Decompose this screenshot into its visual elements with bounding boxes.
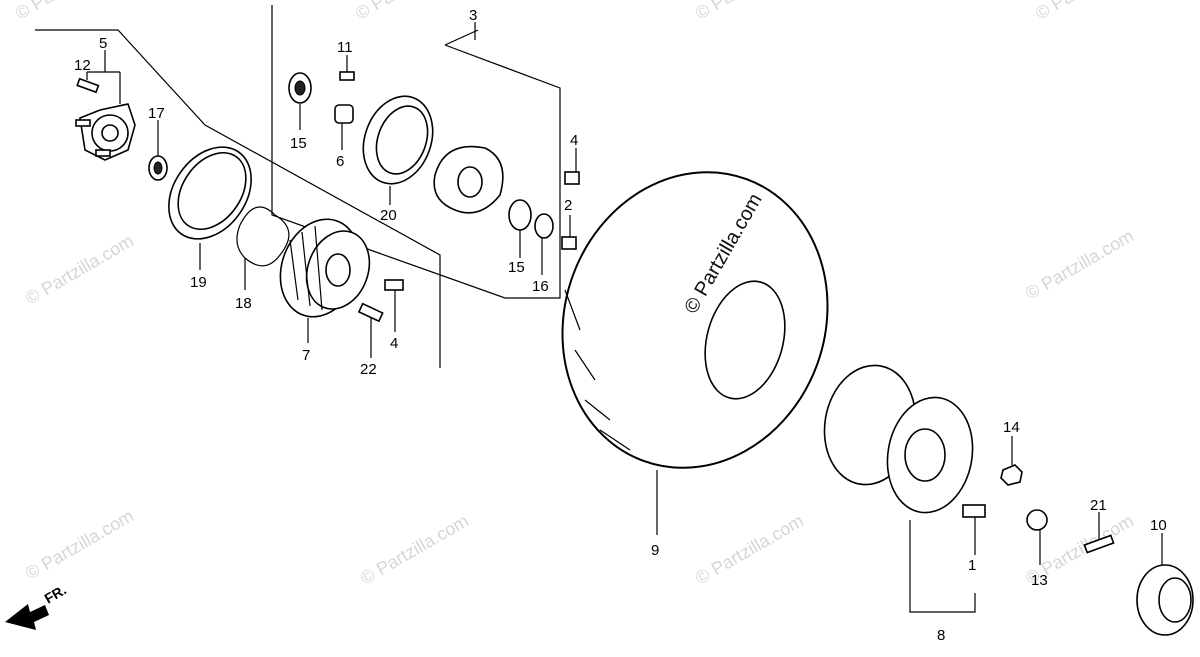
nut [1000, 464, 1023, 486]
bracket-lines [35, 5, 976, 613]
callout-10: 10 [1150, 517, 1167, 534]
callout-5: 5 [99, 35, 107, 52]
watermark: © Partzilla.com [1032, 0, 1147, 23]
watermark: © Partzilla.com [692, 510, 807, 588]
castle-nut [1026, 509, 1048, 531]
brake-drum [279, 218, 371, 318]
seal-ring [362, 95, 434, 185]
leader-lines [86, 22, 1163, 565]
callout-7: 7 [302, 347, 310, 364]
callout-3: 3 [469, 7, 477, 24]
watermark: © Partzilla.com [357, 510, 472, 588]
bolt [357, 302, 384, 323]
bearing [288, 72, 312, 104]
o-ring [236, 206, 290, 267]
wheel-rim [823, 364, 974, 514]
nut [564, 171, 580, 185]
ring-seal [168, 146, 252, 240]
nut [561, 236, 577, 250]
callout-22: 22 [360, 361, 377, 378]
hub-flange [433, 145, 504, 214]
cotter-pin [1083, 534, 1115, 554]
callout-4: 4 [570, 132, 578, 149]
callout-16: 16 [532, 278, 549, 295]
watermark: © Partzilla.com [1022, 225, 1137, 303]
seal [534, 213, 554, 239]
callout-11: 11 [337, 39, 353, 56]
hub-cap [1136, 564, 1194, 636]
front-label: FR. [42, 581, 70, 606]
watermark: © Partzilla.com [22, 230, 137, 308]
callout-18: 18 [235, 295, 252, 312]
callout-1: 1 [968, 557, 976, 574]
callout-15: 15 [290, 135, 307, 152]
callout-4: 4 [390, 335, 398, 352]
callout-13: 13 [1031, 572, 1048, 589]
callout-15: 15 [508, 259, 525, 276]
callout-8: 8 [937, 627, 945, 644]
callout-19: 19 [190, 274, 207, 291]
valve-stem [962, 504, 986, 518]
bolt [384, 279, 404, 291]
callout-labels: 1 2 3 4 4 5 6 7 8 9 10 11 12 13 14 15 15… [74, 7, 1167, 644]
callout-12: 12 [74, 57, 91, 74]
callout-17: 17 [148, 105, 165, 122]
callout-14: 14 [1003, 419, 1020, 436]
bolt [339, 71, 355, 81]
callout-21: 21 [1090, 497, 1107, 514]
watermark: © Partzilla.com [22, 505, 137, 583]
callout-20: 20 [380, 207, 397, 224]
tire: © Partzilla.com [561, 171, 829, 469]
callout-2: 2 [564, 197, 572, 214]
watermark: © Partzilla.com [352, 0, 467, 23]
watermark: © Partzilla.com [692, 0, 807, 23]
watermark: © Partzilla.com [12, 0, 127, 23]
bearing [508, 199, 532, 231]
callout-6: 6 [336, 153, 344, 170]
callout-9: 9 [651, 542, 659, 559]
collar [334, 104, 354, 124]
front-direction-arrow: FR. [5, 581, 69, 630]
front-hub [75, 77, 136, 161]
